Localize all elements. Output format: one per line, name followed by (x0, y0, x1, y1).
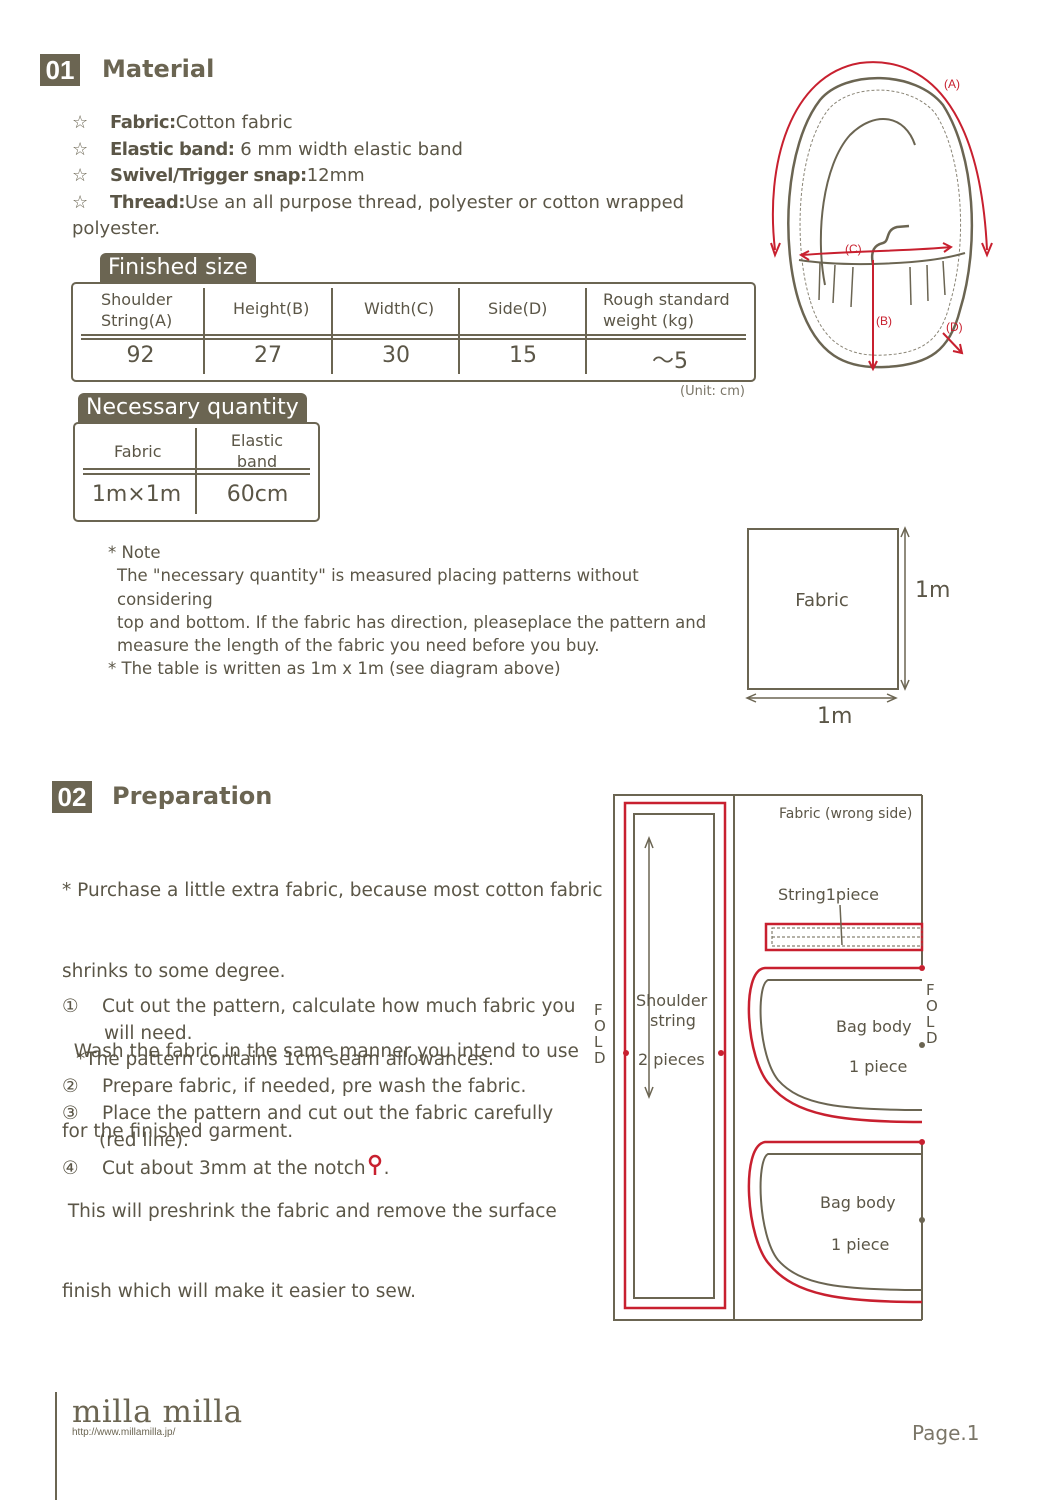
intro-line: shrinks to some degree. (62, 960, 286, 982)
table-divider (203, 288, 205, 374)
intro-line: for the finished garment. (62, 1120, 294, 1142)
intro-line: This will preshrink the fabric and remov… (62, 1200, 557, 1222)
shoulder-label-1: Shoulder (636, 991, 708, 1010)
fabric-square-label: Fabric (795, 590, 849, 611)
value-height: 27 (254, 343, 282, 368)
header-elastic-band: Elastic band (230, 431, 284, 471)
notch-icon (368, 1154, 381, 1176)
value-weight: ～5 (652, 349, 688, 374)
brand-logo: milla milla (72, 1394, 243, 1430)
header-width: Width(C) (364, 299, 435, 318)
intro-line: Wash the fabric in the same manner you i… (62, 1040, 579, 1062)
shoulder-label-2: string (650, 1011, 696, 1030)
table-rule (81, 334, 746, 336)
note-line: The "necessary quantity" is measured pla… (117, 566, 639, 609)
note-line: measure the length of the fabric you nee… (117, 636, 600, 656)
string-piece-label: String1piece (778, 885, 880, 904)
brand-url[interactable]: http://www.millamilla.jp/ (72, 1427, 176, 1438)
header-side: Side(D) (488, 299, 548, 318)
fabric-wrong-side-label: Fabric (wrong side) (779, 806, 913, 822)
step-line: will need. (104, 1022, 193, 1044)
value-width: 30 (382, 343, 410, 368)
bag-body-1-count: 1 piece (849, 1057, 908, 1076)
fabric-square (747, 528, 899, 690)
header-weight: Rough standard weight (kg) (603, 290, 730, 330)
material-item: ☆Swivel/Trigger snap:12mm (72, 165, 365, 187)
preparation-intro: * Purchase a little extra fabric, becaus… (62, 825, 603, 1332)
fold-label-left: FOLD (594, 1001, 606, 1067)
table-divider (458, 288, 460, 374)
label-b: (B) (876, 314, 892, 328)
bag-body-2-label: Bag body (820, 1193, 896, 1212)
material-item: ☆Fabric:Cotton fabric (72, 112, 293, 133)
header-fabric: Fabric (114, 442, 162, 461)
label-c: (C) (845, 242, 862, 256)
table-divider (585, 288, 587, 374)
table-divider (331, 288, 333, 374)
material-list: ☆Fabric:Cotton fabric ☆Elastic band: 6 m… (72, 110, 772, 243)
fold-label-right: FOLD (926, 981, 938, 1047)
header-height: Height(B) (233, 299, 310, 318)
intro-line: * Purchase a little extra fabric, becaus… (62, 880, 603, 902)
note-line: top and bottom. If the fabric has direct… (117, 612, 707, 632)
fabric-dimension-arrows (745, 526, 910, 703)
finished-size-label: Finished size (100, 253, 256, 283)
bag-body-2-count: 1 piece (831, 1235, 890, 1254)
section-title-material: Material (102, 55, 215, 83)
material-item: ☆Thread:Use an all purpose thread, polye… (72, 191, 685, 240)
note-block: * Note The "necessary quantity" is measu… (108, 541, 728, 681)
label-d: (D) (946, 320, 963, 334)
step-line: (red line). (99, 1129, 189, 1151)
step-note: *The pattern contains 1cm seam allowance… (76, 1049, 494, 1071)
finished-size-table: Shoulder String(A) Height(B) Width(C) Si… (71, 282, 756, 382)
section-number-02: 02 (52, 781, 92, 813)
necessary-quantity-table: Fabric Elastic band 1m×1m 60cm (73, 422, 320, 522)
material-item: ☆Elastic band: 6 mm width elastic band (72, 138, 463, 160)
note-title: * Note (108, 543, 161, 562)
fabric-height-label: 1m (915, 578, 951, 603)
footer-rule (55, 1392, 57, 1500)
table-rule (81, 338, 746, 340)
value-fabric: 1m×1m (91, 482, 182, 507)
section-title-preparation: Preparation (112, 782, 273, 810)
section-number-01: 01 (40, 54, 80, 86)
intro-line: finish which will make it easier to sew. (62, 1280, 417, 1302)
page-number: Page.1 (912, 1421, 980, 1445)
necessary-quantity-label: Necessary quantity (78, 393, 307, 423)
unit-label: (Unit: cm) (680, 384, 745, 399)
pattern-layout-diagram (613, 794, 925, 1321)
bag-body-1-label: Bag body (836, 1017, 912, 1036)
label-a: (A) (944, 77, 960, 91)
shoulder-count: 2 pieces (638, 1050, 705, 1069)
header-shoulder-string: Shoulder String(A) (101, 290, 173, 330)
value-elastic-band: 60cm (226, 482, 289, 507)
table-divider (195, 428, 197, 514)
note-footnote: * The table is written as 1m x 1m (see d… (108, 659, 561, 679)
value-shoulder-string: 92 (126, 343, 155, 368)
bag-diagram (770, 61, 993, 372)
fabric-width-label: 1m (817, 704, 853, 729)
value-side: 15 (509, 343, 537, 368)
